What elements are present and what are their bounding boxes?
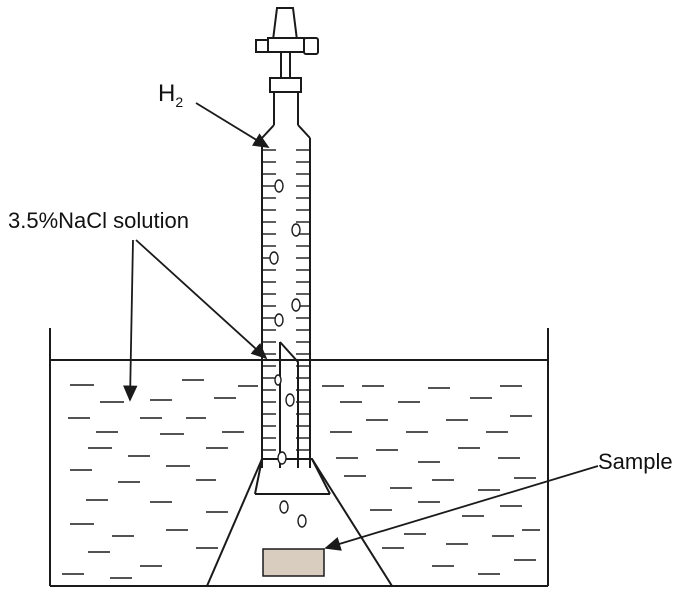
burette bbox=[255, 7, 319, 468]
sample-specimen bbox=[262, 548, 325, 577]
shoulder-right bbox=[297, 124, 311, 139]
stopcock-knob-right bbox=[303, 37, 319, 55]
funnel-neck-right bbox=[311, 458, 331, 495]
stopcock-knob-left bbox=[255, 39, 269, 53]
label-h2: H2 bbox=[158, 80, 183, 110]
hydrogen-bubble bbox=[277, 451, 287, 465]
hydrogen-bubble bbox=[291, 298, 301, 312]
hydrogen-bubble bbox=[274, 179, 284, 193]
solution-dashes bbox=[62, 379, 540, 579]
solution-arrow-bath bbox=[123, 239, 138, 402]
hydrogen-bubble bbox=[274, 374, 282, 386]
h2-arrow bbox=[195, 102, 270, 148]
inner-tube bbox=[279, 341, 299, 468]
hydrogen-bubble bbox=[269, 251, 279, 265]
label-sample: Sample bbox=[598, 449, 673, 474]
sample-arrow bbox=[324, 465, 599, 551]
label-solution: 3.5%NaCl solution bbox=[8, 208, 189, 233]
hydrogen-bubble bbox=[274, 313, 284, 327]
burette-graduations bbox=[262, 149, 310, 451]
stopcock-tip bbox=[271, 7, 299, 41]
hydrogen-bubble bbox=[291, 223, 301, 237]
hydrogen-bubble bbox=[285, 393, 295, 407]
label-h2-main: H bbox=[158, 80, 175, 107]
funnel-neck-left bbox=[254, 458, 263, 495]
stopcock-collar bbox=[269, 77, 302, 93]
hydrogen-bubble bbox=[279, 500, 289, 514]
shoulder-left bbox=[261, 124, 275, 139]
stopcock-body bbox=[267, 37, 305, 53]
hydrogen-bubble bbox=[297, 514, 307, 528]
hydrogen-bubbles bbox=[269, 179, 307, 528]
label-h2-subscript: 2 bbox=[175, 94, 183, 110]
solution-arrow-tube bbox=[135, 239, 268, 360]
leader-lines bbox=[123, 102, 599, 551]
